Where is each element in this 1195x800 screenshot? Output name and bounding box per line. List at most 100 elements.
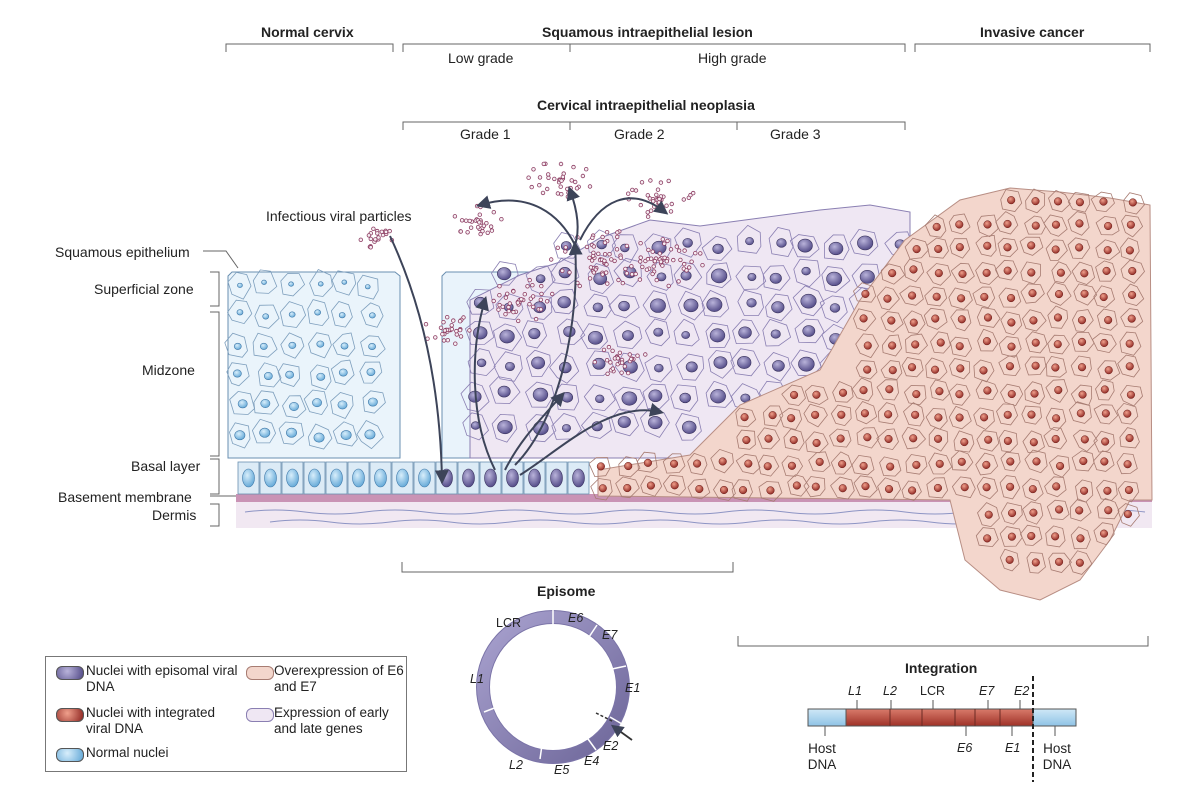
cancer-cell [1119,427,1140,449]
viral-particle [660,237,665,242]
cancer-cell [976,476,999,500]
integrated-nucleus [1104,506,1113,515]
episomal-nucleus [797,238,813,253]
lesion-cell [495,292,524,321]
viral-particle [643,352,648,357]
cancer-cell [855,401,878,425]
normal-nucleus [418,468,431,488]
normal-nucleus [259,342,268,350]
normal-cell [226,362,250,387]
viral-particle [698,251,703,256]
lesion-cell [732,319,760,345]
viral-particle [454,328,459,334]
viral-particle [650,249,655,254]
normal-nucleus [368,343,376,351]
cancer-cell [976,214,999,238]
lesion-cell [673,261,703,291]
normal-nucleus [317,281,324,287]
normal-nucleus [313,432,325,443]
integrated-nucleus [1125,433,1134,443]
episomal-nucleus [622,330,634,341]
integrated-nucleus [931,314,940,323]
integrated-nucleus [1051,220,1061,229]
lesion-cell [548,288,579,315]
integrated-nucleus [887,316,896,325]
episome-gene-lcr: LCR [496,616,522,630]
normal-nucleus [232,369,242,378]
viral-particle [541,161,546,167]
episomal-nucleus [532,387,549,402]
cancer-cell [1093,450,1115,472]
cancer-cell [876,379,899,401]
lesion-cell [489,376,521,404]
viral-particle [615,230,620,235]
viral-particle [539,283,544,289]
integrated-nucleus [859,461,868,470]
viral-particle [588,265,594,270]
integrated-nucleus [932,292,941,301]
normal-nucleus [308,468,321,488]
viral-particle [665,238,670,244]
viral-particle [638,255,643,260]
integrated-nucleus [957,294,966,303]
cancer-cell [853,282,877,303]
cancer-cell [851,454,875,476]
cancer-cell [832,380,854,403]
viral-particle [666,283,671,289]
episomal-nucleus [499,329,515,344]
viral-particle [503,295,509,300]
cancer-cell [976,307,1001,328]
integrated-nucleus [934,244,943,254]
viral-particle [637,277,643,282]
viral-particle [645,193,650,198]
episomal-nucleus [528,468,541,488]
viral-particle [559,178,564,183]
integrated-nucleus [888,366,897,375]
integration-gene-l2: L2 [883,684,897,698]
viral-particle [600,234,605,240]
integrated-nucleus [982,337,991,346]
episomal-nucleus [679,392,691,404]
label-midzone: Midzone [142,362,195,378]
viral-particle [496,307,501,312]
viral-particle [651,199,656,204]
cancer-cell [855,333,880,359]
viral-particle [467,218,472,224]
viral-particle [463,218,469,223]
episomal-nucleus [771,301,785,314]
viral-particle [525,284,530,289]
integrated-nucleus [1080,269,1089,278]
integrated-nucleus [1005,362,1015,371]
cancer-cell [735,407,757,428]
viral-particle [664,203,669,208]
cancer-cell [899,285,924,306]
cancer-cell [926,237,949,259]
integrated-nucleus [646,481,655,490]
episomal-nucleus [497,420,513,435]
normal-nucleus [314,309,321,316]
viral-particle [527,277,532,283]
integrated-nucleus [912,460,921,469]
episomal-nucleus [709,328,726,343]
header-cin: Cervical intraepithelial neoplasia [537,97,755,113]
cancer-cell [994,259,1019,281]
viral-particle [638,240,643,246]
cancer-cell [830,404,852,427]
viral-particle [682,248,687,253]
lesion-cell [462,412,489,441]
cancer-cell [950,450,974,471]
header-low-grade: Low grade [448,50,514,66]
normal-cell [278,421,305,445]
cancer-cell [1047,334,1070,355]
cancer-cell [1047,305,1069,329]
integrated-nucleus [1104,316,1113,325]
cancer-cell [1119,384,1143,407]
viral-particle [668,209,674,214]
episomal-nucleus [561,392,574,403]
integrated-nucleus [719,485,729,495]
lesion-cell [792,285,825,317]
cancer-cell [950,309,972,332]
cancer-cell [928,452,953,475]
viral-particle [506,308,511,314]
cancer-cell [975,452,999,476]
